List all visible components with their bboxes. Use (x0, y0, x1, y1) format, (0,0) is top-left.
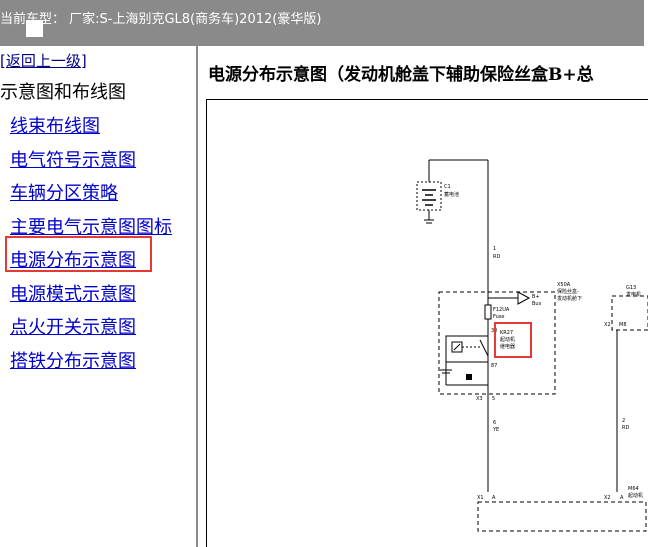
relay-name-1: 起动机 (500, 336, 515, 343)
nav-item-main-icons[interactable]: 主要电气示意图图标 (10, 217, 172, 238)
conn-m8: M8 (619, 322, 627, 328)
bus-arrow-icon (517, 291, 531, 305)
relay-coil-slash (453, 343, 461, 351)
conn-x1-pin: A (492, 495, 496, 501)
wire2-num: 2 (622, 418, 625, 424)
nav-item-vehicle-zones[interactable]: 车辆分区策略 (10, 183, 118, 204)
gen-id: G13 (626, 285, 636, 291)
conn-x3: X3 (476, 396, 483, 402)
fuse-box-name-1: 保险丝盒- (557, 288, 579, 295)
relay-pin-bottom: 87 (491, 363, 497, 369)
conn-x3-pin: 5 (492, 396, 495, 402)
battery-icon (416, 181, 442, 224)
selected-item-highlight (5, 236, 152, 272)
battery-name: 蓄电池 (444, 191, 459, 198)
fuse-id: F12UA (493, 307, 510, 313)
conn-x2-bot-pin: A (620, 495, 624, 501)
wire6-color: YE (492, 427, 499, 433)
sidebar: [返回上一级] 示意图和布线图 线束布线图 电气符号示意图 车辆分区策略 主要电… (0, 46, 198, 547)
title-bar: 当前车型： 厂家:S-上海别克GL8(商务车)2012(豪华版) (0, 0, 648, 46)
relay-id: KR27 (500, 330, 513, 336)
bus-label-1: B+ (532, 294, 540, 300)
fuse-box (438, 291, 556, 395)
conn-x1: X1 (477, 495, 484, 501)
main-content: 电源分布示意图（发动机舱盖下辅助保险丝盒B+总 (198, 46, 648, 547)
window-icon (26, 20, 43, 37)
wire2-color: RD (622, 425, 629, 431)
bus-label-2: Bus (532, 301, 542, 307)
window-title: 当前车型： 厂家:S-上海别克GL8(商务车)2012(豪华版) (0, 12, 322, 27)
back-link[interactable]: [返回上一级] (0, 52, 87, 70)
nav-item-ground-distribution[interactable]: 搭铁分布示意图 (10, 351, 136, 372)
conn-x2-top: X2 (604, 322, 611, 328)
fuse-box-id: X50A (557, 282, 571, 288)
fuse-box-name-2: 发动机舱下 (557, 295, 582, 302)
wiring-diagram: C1 蓄电池 1 RD X50A 保险丝盒- 发动机舱下 B+ Bus F12U… (416, 159, 648, 532)
fuse-icon (484, 304, 492, 320)
relay-name-2: 继电器 (500, 343, 515, 350)
relay-coil-box (445, 335, 489, 363)
generator-box (611, 295, 648, 331)
fuse-label: Fuse (493, 314, 504, 320)
nav-item-power-mode[interactable]: 电源模式示意图 (10, 284, 136, 305)
wire1-num: 1 (493, 246, 496, 252)
diagram-frame (206, 99, 648, 547)
window-edge (644, 0, 648, 46)
nav-item-ignition-switch[interactable]: 点火开关示意图 (10, 317, 136, 338)
starter-id: M64 (628, 486, 639, 492)
starter-name: 起动机 (628, 492, 643, 499)
nav-item-power-distribution[interactable]: 电源分布示意图 (10, 250, 136, 271)
section-title: 示意图和布线图 (0, 82, 126, 103)
wire1-color: RD (493, 254, 500, 260)
nav-item-harness-routing[interactable]: 线束布线图 (10, 116, 100, 137)
nav-item-electrical-symbols[interactable]: 电气符号示意图 (10, 150, 136, 171)
relay-highlight (494, 322, 532, 358)
gen-name: 发电机 (626, 291, 641, 298)
page-title: 电源分布示意图（发动机舱盖下辅助保险丝盒B+总 (208, 65, 594, 85)
conn-x2-bot: X2 (604, 495, 611, 501)
battery-id: C1 (444, 184, 451, 190)
relay-diode-icon (466, 374, 472, 380)
relay-contact (479, 339, 489, 357)
starter-box (477, 501, 647, 532)
wire6-num: 6 (493, 420, 496, 426)
